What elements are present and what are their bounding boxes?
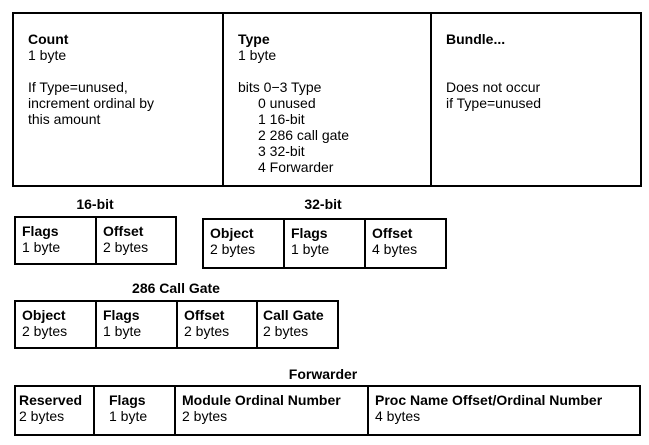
field-size: 1 byte [22, 239, 61, 255]
field-name: Flags [109, 392, 146, 408]
field-size: 2 bytes [19, 408, 65, 424]
field-name: Flags [103, 307, 140, 323]
note-line: this amount [28, 111, 101, 127]
field-name: Offset [184, 307, 225, 323]
field-name: Reserved [19, 392, 83, 408]
entry-title-forwarder: Forwarder [288, 366, 358, 382]
field-name: Proc Name Offset/Ordinal Number [375, 392, 603, 408]
count-field: Count 1 byte If Type=unused, increment o… [14, 14, 224, 185]
field-name: Offset [372, 225, 413, 241]
field-size: 2 bytes [103, 239, 149, 255]
field-name: Offset [103, 223, 144, 239]
field-size: 4 bytes [372, 241, 418, 257]
field-name: Call Gate [263, 307, 324, 323]
note-line: If Type=unused, [28, 79, 128, 95]
type-value: 3 32-bit [258, 143, 305, 159]
bundle-header-record: Count 1 byte If Type=unused, increment o… [12, 12, 642, 187]
note-line: if Type=unused [446, 95, 542, 111]
field-size: 2 bytes [210, 241, 256, 257]
field-name: Type [238, 31, 270, 47]
field-name: Module Ordinal Number [182, 392, 341, 408]
field-size: 2 bytes [182, 408, 228, 424]
type-value: 2 286 call gate [258, 127, 350, 143]
field-name: Object [210, 225, 254, 241]
entry-title-callgate: 286 Call Gate [132, 280, 220, 296]
field-size: 2 bytes [184, 323, 230, 339]
bits-label: bits 0−3 Type [238, 79, 322, 95]
note-line: increment ordinal by [28, 95, 155, 111]
field-size: 2 bytes [263, 323, 309, 339]
field-size: 1 byte [238, 47, 277, 63]
field-size: 2 bytes [22, 323, 68, 339]
type-value: 1 16-bit [258, 111, 305, 127]
type-value: 0 unused [258, 95, 316, 111]
field-size: 1 byte [291, 241, 330, 257]
field-name: Flags [291, 225, 328, 241]
field-name: Bundle... [446, 31, 506, 47]
note-line: Does not occur [446, 79, 541, 95]
field-size: 1 byte [109, 408, 148, 424]
field-size: 4 bytes [375, 408, 421, 424]
entry-title-16bit: 16-bit [76, 196, 114, 212]
field-size: 1 byte [28, 47, 67, 63]
entry-title-32bit: 32-bit [304, 196, 342, 212]
field-name: Flags [22, 223, 59, 239]
type-field: Type 1 byte bits 0−3 Type 0 unused 1 16-… [224, 14, 432, 185]
field-name: Object [22, 307, 66, 323]
type-value: 4 Forwarder [258, 159, 334, 175]
field-size: 1 byte [103, 323, 142, 339]
field-name: Count [28, 31, 69, 47]
bundle-field: Bundle... Does not occur if Type=unused [432, 14, 640, 185]
